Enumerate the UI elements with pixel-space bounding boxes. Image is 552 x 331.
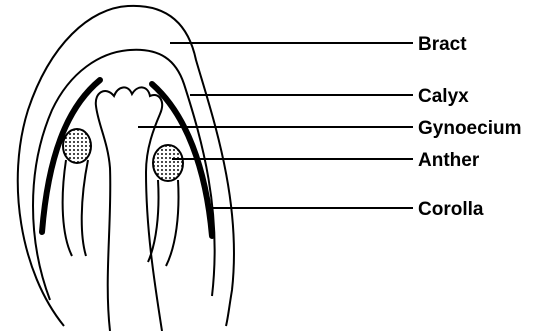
label-gynoecium: Gynoecium bbox=[418, 118, 521, 139]
filament-right bbox=[148, 180, 179, 266]
anther-left bbox=[63, 129, 91, 163]
label-calyx: Calyx bbox=[418, 86, 469, 107]
label-corolla: Corolla bbox=[418, 199, 484, 220]
filament-left bbox=[63, 160, 88, 256]
label-anther: Anther bbox=[418, 150, 480, 171]
anther-right bbox=[153, 145, 183, 181]
gynoecium-outline bbox=[96, 87, 162, 331]
label-bract: Bract bbox=[418, 34, 467, 55]
